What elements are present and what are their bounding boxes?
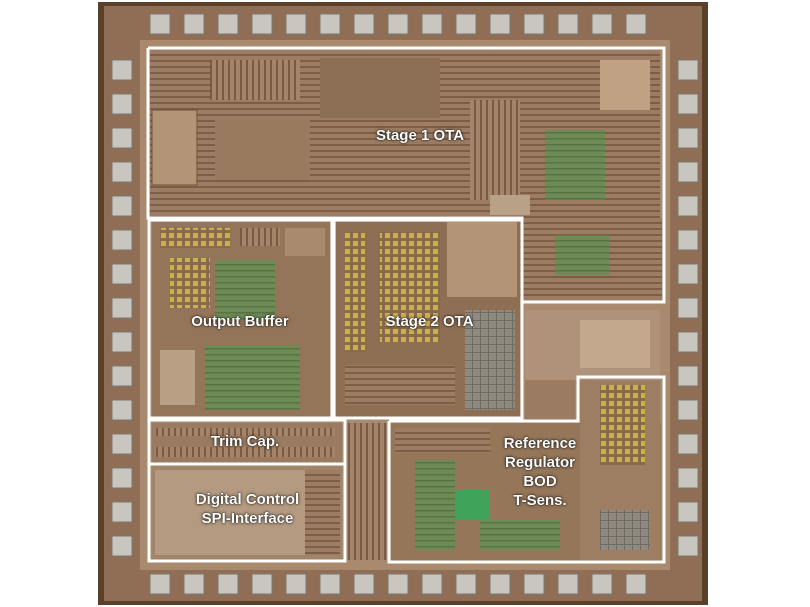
- digital-control-circuitry: [152, 466, 342, 560]
- digital-control-outline: [147, 462, 347, 563]
- reference-line1: Reference: [503, 435, 577, 452]
- pads-left: [111, 59, 133, 557]
- stage2-circuitry: [336, 222, 520, 417]
- pads-bottom: [149, 573, 647, 595]
- right-column-circuitry: [520, 218, 662, 420]
- reference-outline: [387, 375, 666, 564]
- trim-cap-circuitry: [152, 423, 342, 463]
- label-reference: Reference Regulator BOD T-Sens.: [470, 434, 610, 510]
- reference-line4: T-Sens.: [513, 492, 567, 509]
- label-stage1-ota: Stage 1 OTA: [340, 126, 500, 145]
- digital-line2: SPI-Interface: [201, 510, 294, 527]
- label-trim-cap: Trim Cap.: [170, 432, 320, 451]
- output-buffer-outline: [147, 218, 334, 420]
- stage2-outline: [332, 218, 524, 420]
- label-digital-control: Digital Control SPI-Interface: [160, 490, 335, 528]
- reference-line3: BOD: [523, 473, 557, 490]
- output-buffer-circuitry: [152, 222, 330, 417]
- routing-channel: [345, 423, 387, 560]
- stage1-circuitry: [150, 50, 660, 218]
- output-buffer-label-text: Output Buffer: [191, 313, 289, 330]
- reference-line2: Regulator: [504, 454, 575, 471]
- pads-top: [149, 13, 647, 35]
- digital-line1: Digital Control: [195, 491, 300, 508]
- pads-right: [677, 59, 699, 557]
- block-outlines: [146, 46, 666, 564]
- stage1-label-text: Stage 1 OTA: [375, 127, 465, 144]
- label-stage2-ota: Stage 2 OTA: [352, 312, 507, 331]
- stage2-label-text: Stage 2 OTA: [385, 313, 474, 330]
- reference-circuitry: [391, 380, 661, 561]
- trim-cap-label-text: Trim Cap.: [210, 433, 280, 450]
- label-output-buffer: Output Buffer: [160, 312, 320, 331]
